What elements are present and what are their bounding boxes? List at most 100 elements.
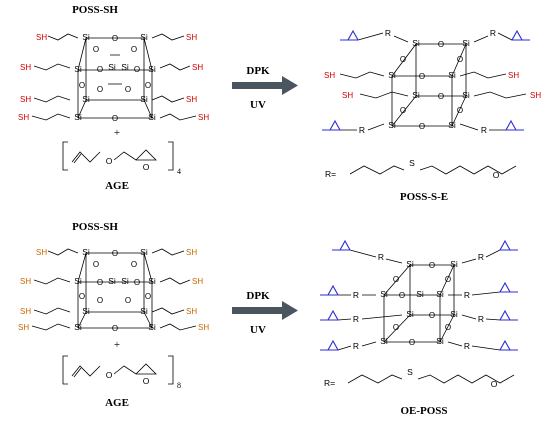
- epoxide-ring: [320, 284, 339, 296]
- oxygen-atom: O: [112, 324, 118, 333]
- r-group: R: [464, 290, 470, 300]
- epoxide-ring: [340, 29, 359, 41]
- oxygen-atom: O: [112, 114, 118, 123]
- si-atom: Si: [74, 322, 82, 332]
- r-group: R: [353, 314, 359, 324]
- si-atom: Si: [121, 276, 129, 286]
- product-name: POSS-S-E: [400, 191, 448, 203]
- oxygen-atom: O: [409, 338, 415, 347]
- oxygen-atom: O: [97, 296, 103, 305]
- poss-s-e-structure: Si Si Si Si Si Si Si Si O O O O O O O O …: [322, 28, 541, 135]
- si-atom: Si: [148, 322, 156, 332]
- methoxy-oxygen: O: [491, 379, 498, 389]
- r-group: R: [385, 28, 391, 38]
- si-atom: Si: [82, 247, 90, 257]
- plus-sign: +: [114, 339, 120, 351]
- oxygen-atom: O: [438, 92, 444, 101]
- si-atom: Si: [380, 336, 388, 346]
- thiol-group: SH: [192, 63, 203, 72]
- thiol-group: SH: [530, 91, 541, 100]
- r-group: R: [378, 252, 384, 262]
- plus-sign: +: [114, 127, 120, 139]
- epoxide-ring: [499, 339, 518, 351]
- oxygen-atom: O: [445, 323, 451, 332]
- thiol-group: SH: [20, 277, 31, 286]
- si-atom: Si: [450, 309, 458, 319]
- ether-oxygen: O: [106, 156, 113, 166]
- thiol-group: SH: [36, 248, 47, 257]
- thiol-group: SH: [20, 307, 31, 316]
- si-atom: Si: [82, 94, 90, 104]
- thiol-group: SH: [198, 323, 209, 332]
- si-atom: Si: [121, 62, 129, 72]
- thiol-group: SH: [186, 248, 197, 257]
- thiol-group: SH: [18, 113, 29, 122]
- oxygen-atom: O: [393, 323, 399, 332]
- oe-poss-structure: Si Si Si Si Si Si Si Si Si O O O O O O O…: [320, 239, 518, 351]
- thiol-group: SH: [192, 277, 203, 286]
- epoxide-ring: [511, 29, 530, 41]
- methoxy-oxygen: O: [493, 170, 500, 180]
- r-group: R: [478, 314, 484, 324]
- epoxide-ring: [322, 119, 341, 131]
- si-atom: Si: [380, 289, 388, 299]
- si-atom: Si: [74, 276, 82, 286]
- si-atom: Si: [462, 38, 470, 48]
- oxygen-atom: O: [134, 278, 140, 287]
- si-atom: Si: [412, 90, 420, 100]
- epoxide-ring: [332, 239, 351, 251]
- oxygen-atom: O: [97, 65, 103, 74]
- reaction-arrow: [232, 76, 298, 95]
- poss-sh-cage: Si Si Si Si Si Si Si Si Si Si O O O O O …: [18, 247, 209, 333]
- r-group: R: [353, 341, 359, 351]
- r-group: R: [478, 252, 484, 262]
- si-atom: Si: [140, 306, 148, 316]
- thiol-group: SH: [20, 95, 31, 104]
- r-label: R=: [324, 378, 335, 388]
- oxygen-atom: O: [399, 291, 405, 300]
- oxygen-atom: O: [393, 275, 399, 284]
- oxygen-atom: O: [131, 260, 137, 269]
- reactant-name: POSS-SH: [72, 4, 118, 16]
- co-reactant-name: AGE: [105, 397, 129, 409]
- arrow-condition-light: UV: [250, 99, 266, 111]
- oxygen-atom: O: [438, 40, 444, 49]
- oxygen-atom: O: [419, 72, 425, 81]
- epoxide-oxygen: O: [143, 162, 150, 172]
- si-atom: Si: [406, 259, 414, 269]
- r-group-definition: R= S O: [325, 158, 517, 180]
- si-atom: Si: [140, 94, 148, 104]
- thiol-group: SH: [18, 323, 29, 332]
- si-atom: Si: [436, 289, 444, 299]
- sulfur-atom: S: [407, 367, 413, 377]
- oxygen-atom: O: [97, 85, 103, 94]
- r-group: R: [359, 125, 365, 135]
- oxygen-atom: O: [419, 122, 425, 131]
- epoxide-ring: [505, 119, 524, 131]
- product-name: OE-POSS: [400, 405, 447, 417]
- oxygen-atom: O: [429, 261, 435, 270]
- arrow-condition-catalyst: DPK: [246, 65, 270, 77]
- r-group: R: [464, 341, 470, 351]
- arrow-condition-catalyst: DPK: [246, 290, 270, 302]
- si-atom: Si: [448, 120, 456, 130]
- bottom-scheme: POSS-SH Si Si Si Si Si Si Si Si Si Si O …: [18, 221, 518, 417]
- oxygen-atom: O: [79, 81, 85, 90]
- epoxide-ring: [499, 239, 518, 251]
- oxygen-atom: O: [429, 311, 435, 320]
- si-atom: Si: [74, 64, 82, 74]
- si-atom: Si: [108, 62, 116, 72]
- oxygen-atom: O: [131, 45, 137, 54]
- oxygen-atom: O: [112, 249, 118, 258]
- r-group: R: [353, 290, 359, 300]
- si-atom: Si: [108, 276, 116, 286]
- oxygen-atom: O: [400, 55, 406, 64]
- stoichiometry-subscript: 8: [177, 381, 181, 390]
- stoichiometry-subscript: 4: [177, 167, 181, 176]
- co-reactant-name: AGE: [105, 180, 129, 192]
- si-atom: Si: [406, 309, 414, 319]
- ether-oxygen: O: [106, 370, 113, 380]
- oxygen-atom: O: [79, 292, 85, 301]
- thiol-group: SH: [508, 71, 519, 80]
